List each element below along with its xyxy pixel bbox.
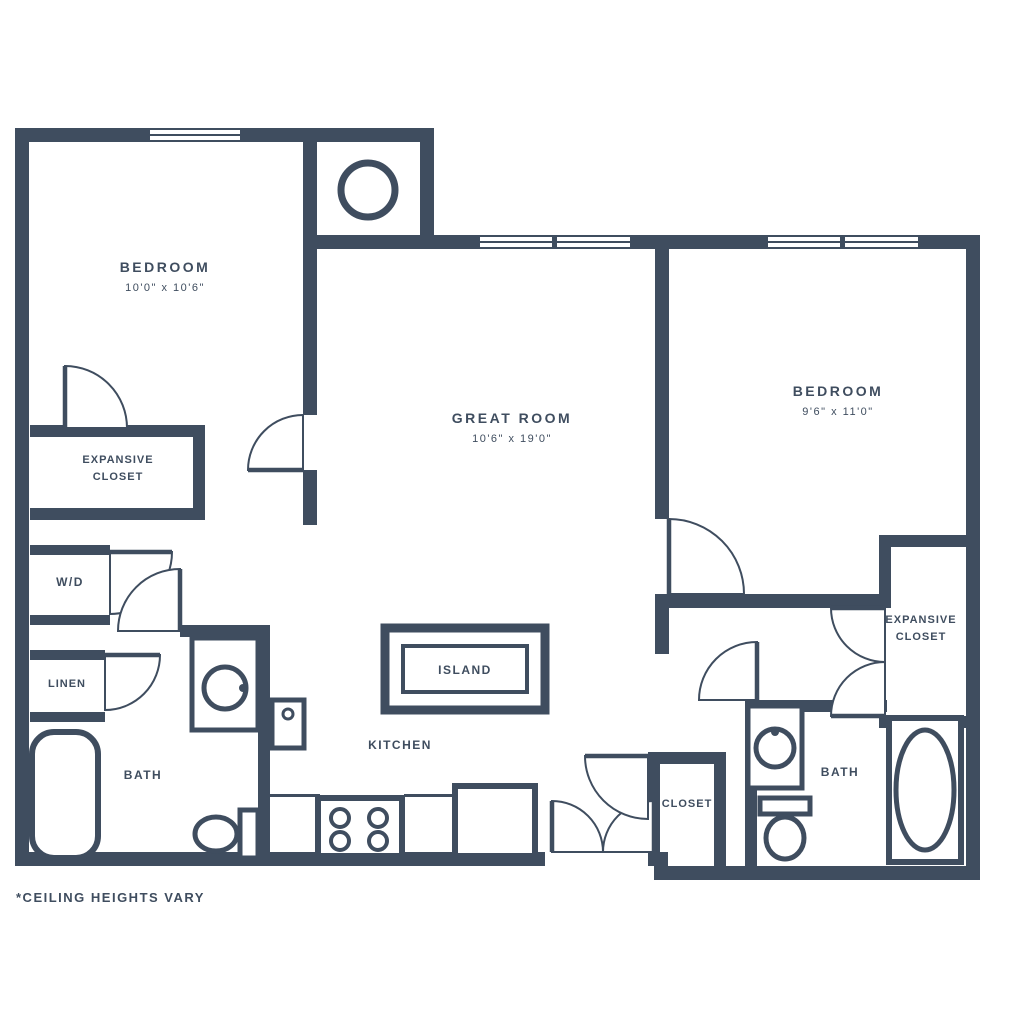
window-frame-line <box>150 140 240 142</box>
bath2-garden-tub <box>886 715 964 865</box>
great-room-dims: 10'6" x 19'0" <box>472 433 552 445</box>
bath1-label: BATH <box>124 768 162 782</box>
tub-basin <box>893 727 957 853</box>
wall-left <box>15 128 29 866</box>
wall-bedroom2-divider-stub <box>655 594 669 654</box>
door-swing-closet3 <box>583 755 649 821</box>
kitchen-sink-drain <box>281 707 295 721</box>
bedroom2-label: BEDROOM <box>793 383 884 399</box>
refrigerator <box>452 783 538 859</box>
wall-right <box>966 235 980 880</box>
wall-closet2-left <box>879 535 891 608</box>
wall-closet2-top <box>879 535 966 547</box>
wall-utility-right <box>420 128 434 249</box>
door-swing-bath1 <box>116 567 181 632</box>
stove <box>315 795 405 859</box>
closet2-label-line1: EXPANSIVE <box>885 614 956 626</box>
wall-linen-top <box>30 650 105 660</box>
doors <box>62 364 886 853</box>
island-label: ISLAND <box>438 663 492 677</box>
wall-closet3-right <box>714 752 726 866</box>
wall-wd-bottom <box>30 615 110 625</box>
window-mullion <box>840 235 845 249</box>
island-countertop <box>401 644 529 694</box>
stove-body <box>315 795 405 859</box>
wall-bedroom1-divider-upper <box>303 142 317 415</box>
toilet-tank <box>757 795 813 817</box>
kitchen-sink <box>269 697 307 751</box>
closet1-label-line1: EXPANSIVE <box>82 454 153 466</box>
bath2-toilet <box>757 795 813 862</box>
bath2-vanity <box>745 703 805 791</box>
wall-bedroom1-divider-stub <box>303 470 317 525</box>
wall-linen-bottom <box>30 712 105 722</box>
burner <box>367 807 389 829</box>
wall-bottom-left <box>15 852 545 866</box>
bath2-label: BATH <box>821 765 859 779</box>
door-swing-closet1 <box>64 364 129 429</box>
wall-bedroom2-south <box>655 594 885 608</box>
bedroom1-dims: 10'0" x 10'6" <box>125 282 205 294</box>
window-frame-line <box>150 134 240 136</box>
door-swing-closet2-lower <box>829 660 886 717</box>
room-labels: BEDROOM 10'0" x 10'6" EXPANSIVE CLOSET W… <box>16 259 956 905</box>
wall-bedroom2-divider-upper <box>655 249 669 519</box>
kitchen-label: KITCHEN <box>368 738 432 752</box>
closet3-label: CLOSET <box>662 798 713 810</box>
toilet-tank <box>237 807 261 861</box>
window-frame-line <box>150 128 240 130</box>
window-bedroom2 <box>768 235 918 249</box>
washer-dryer-label: W/D <box>56 575 84 589</box>
door-swing-entry-left <box>551 799 605 853</box>
linen-label: LINEN <box>48 678 86 690</box>
wall-bottom-right <box>654 866 980 880</box>
closet1-label-line2: CLOSET <box>93 471 144 483</box>
wall-closet3-top <box>648 752 726 764</box>
wall-closet1-right <box>193 425 205 520</box>
sink-faucet <box>771 728 779 736</box>
great-room-label: GREAT ROOM <box>452 410 572 426</box>
wall-wd-top <box>30 545 110 555</box>
bedroom2-dims: 9'6" x 11'0" <box>802 406 873 418</box>
door-swing-bath2 <box>697 640 758 701</box>
bath1-vanity <box>189 635 261 733</box>
bath1-toilet <box>192 807 261 861</box>
burner <box>329 830 351 852</box>
closet2-label-line2: CLOSET <box>896 631 947 643</box>
door-swing-closet2-upper <box>829 607 886 664</box>
toilet-bowl <box>763 814 807 862</box>
door-swing-linen <box>104 654 162 712</box>
door-swing-bedroom1 <box>246 413 304 471</box>
window-bedroom1 <box>150 128 240 142</box>
kitchen-island <box>380 623 550 715</box>
window-great-room <box>480 235 630 249</box>
sink-faucet <box>239 684 247 692</box>
burner <box>367 830 389 852</box>
fixtures <box>29 159 964 865</box>
wall-closet1-bottom <box>30 508 205 520</box>
door-swing-bedroom2 <box>668 517 746 595</box>
wall-bath1-top <box>180 625 270 637</box>
ceiling-height-footnote: *CEILING HEIGHTS VARY <box>16 890 205 905</box>
water-heater <box>337 159 399 221</box>
island-outline <box>380 623 550 715</box>
wall-utility-bottom <box>303 235 434 249</box>
bedroom1-label: BEDROOM <box>120 259 211 275</box>
window-mullion <box>552 235 557 249</box>
kitchen-sink-basin <box>269 697 307 751</box>
kitchen-counter-edge-left <box>270 794 320 797</box>
burner <box>329 807 351 829</box>
windows <box>150 128 918 249</box>
toilet-bowl <box>192 814 240 854</box>
bathtub <box>29 729 101 861</box>
wall-bath1-right <box>258 625 270 852</box>
kitchen-counter-edge-right <box>404 794 457 797</box>
